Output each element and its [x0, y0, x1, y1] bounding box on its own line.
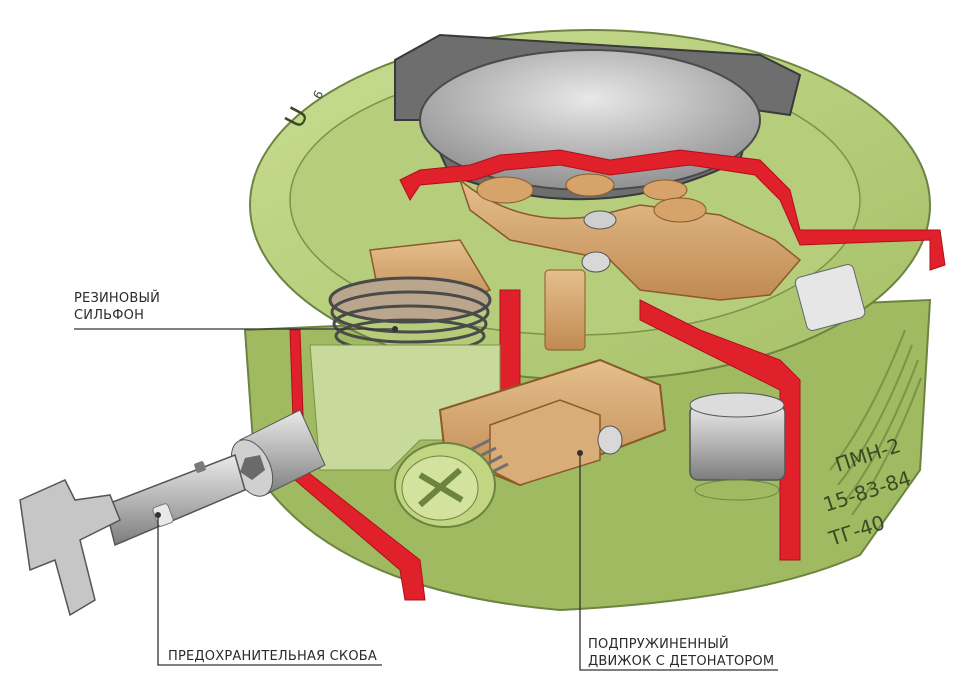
label-spring-slider-line2: ДВИЖОК С ДЕТОНАТОРОМ	[588, 654, 775, 669]
safety-pin-assembly	[19, 409, 326, 617]
label-rubber-bellows-line1: РЕЗИНОВЫЙ	[74, 291, 161, 306]
detonator-cap	[689, 392, 786, 501]
safety-clip	[19, 454, 246, 617]
label-safety-pin: ПРЕДОХРАНИТЕЛЬНАЯ СКОБА	[168, 648, 377, 665]
label-rubber-bellows-line2: СИЛЬФОН	[74, 308, 145, 323]
spring-slider	[438, 358, 667, 487]
label-spring-slider: ПОДПРУЖИНЕННЫЙ ДВИЖОК С ДЕТОНАТОРОМ	[588, 636, 774, 670]
leader-safety-pin	[157, 515, 382, 666]
casing-threads	[829, 329, 922, 516]
label-rubber-bellows: РЕЗИНОВЫЙ СИЛЬФОН	[74, 290, 160, 324]
leader-lines	[74, 326, 778, 671]
cross-screw	[394, 442, 496, 528]
slider-spring	[469, 438, 509, 480]
label-spring-slider-line1: ПОДПРУЖИНЕННЫЙ	[588, 637, 729, 652]
striker-assembly	[544, 251, 866, 351]
leader-slider	[579, 453, 778, 671]
label-safety-pin-line1: ПРЕДОХРАНИТЕЛЬНАЯ СКОБА	[168, 649, 377, 664]
